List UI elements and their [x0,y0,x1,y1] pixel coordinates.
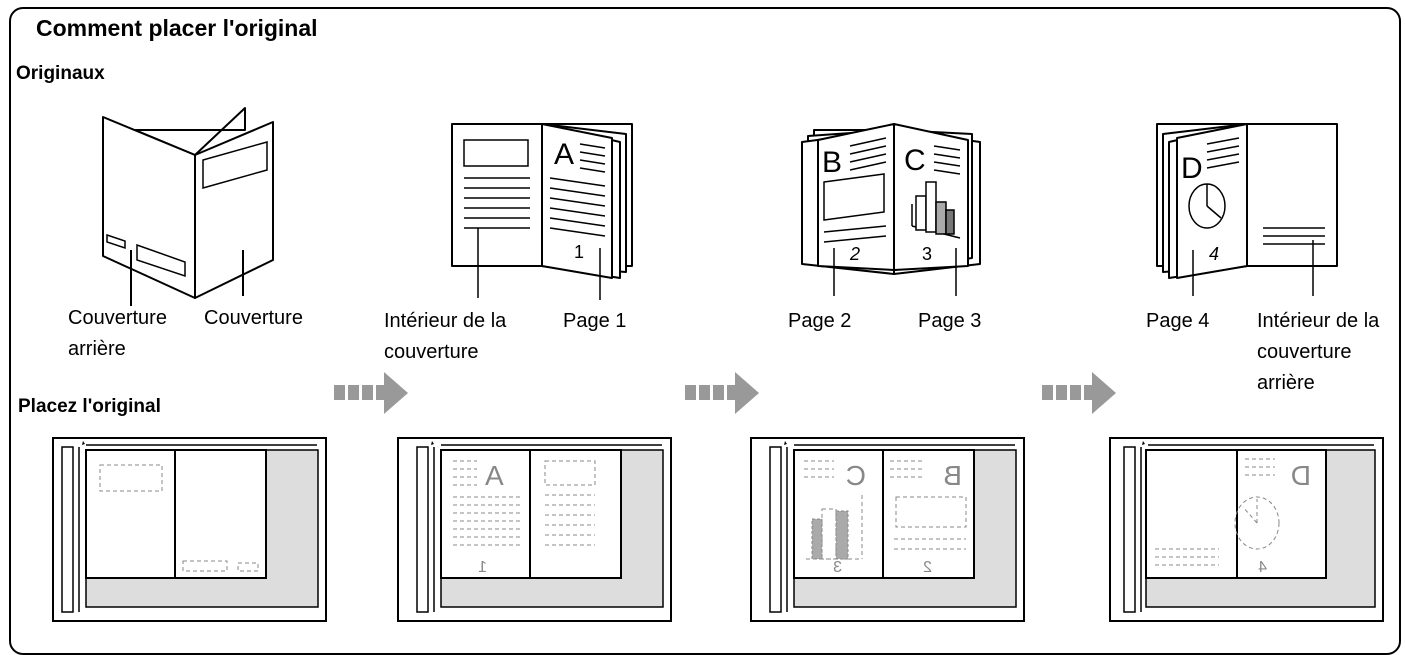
mirrored-page-number-1: 1 [478,559,487,576]
mirrored-page-number-4: 4 [1258,559,1267,576]
label-inside-cover-line2: couverture [384,341,479,363]
mirrored-letter-a: A [485,460,504,491]
panel-title: Comment placer l'original [36,15,318,41]
page-number-2: 2 [849,244,860,264]
label-back-cover-line1: Couverture [68,307,167,329]
label-inside-back-cover: Intérieur de la couverture arrière [1257,306,1379,399]
letter-c: C [904,144,926,177]
page-number-4: 4 [1209,244,1219,264]
mirrored-letter-d: D [1291,460,1311,491]
page-number-3: 3 [922,244,932,264]
label-page-3: Page 3 [918,310,982,332]
booklet-page4-illustration: D 4 [1156,123,1338,296]
booklet-page1-illustration: A 1 [451,123,633,300]
label-front-cover: Couverture [204,307,303,329]
label-inside-back-line3: arrière [1257,372,1315,394]
label-inside-cover: Intérieur de la couverture [384,306,506,368]
scanner-glass-step-2: A 1 [397,437,672,622]
letter-a: A [554,138,574,171]
label-page-1: Page 1 [563,310,627,332]
letter-d: D [1181,152,1203,185]
booklet-page2-3-illustration: B C 2 3 [801,123,981,296]
label-back-cover-line2: arrière [68,338,126,360]
mirrored-page-number-2: 2 [923,559,932,576]
label-inside-back-line1: Intérieur de la [1257,310,1380,332]
mirrored-letter-c: C [846,460,866,491]
scanner-glass-step-3: C B 3 2 [750,437,1025,622]
label-back-cover: Couverture arrière [68,303,167,365]
next-step-arrow-2 [685,372,759,414]
label-inside-back-line2: couverture [1257,341,1352,363]
scanner-glass-step-4: D 4 [1109,437,1384,622]
label-inside-cover-line1: Intérieur de la [384,310,507,332]
letter-b: B [822,146,842,179]
mirrored-page-number-3: 3 [833,559,842,576]
next-step-arrow-1 [334,372,408,414]
section-place-heading: Placez l'original [18,396,161,417]
next-step-arrow-3 [1042,372,1116,414]
label-page-2: Page 2 [788,310,852,332]
mirrored-letter-b: B [943,460,962,491]
scanner-glass-step-1 [52,437,327,622]
label-page-4: Page 4 [1146,310,1210,332]
section-originals-heading: Originaux [16,63,105,84]
page-number-1: 1 [574,242,584,262]
booklet-covers-illustration [102,107,274,306]
